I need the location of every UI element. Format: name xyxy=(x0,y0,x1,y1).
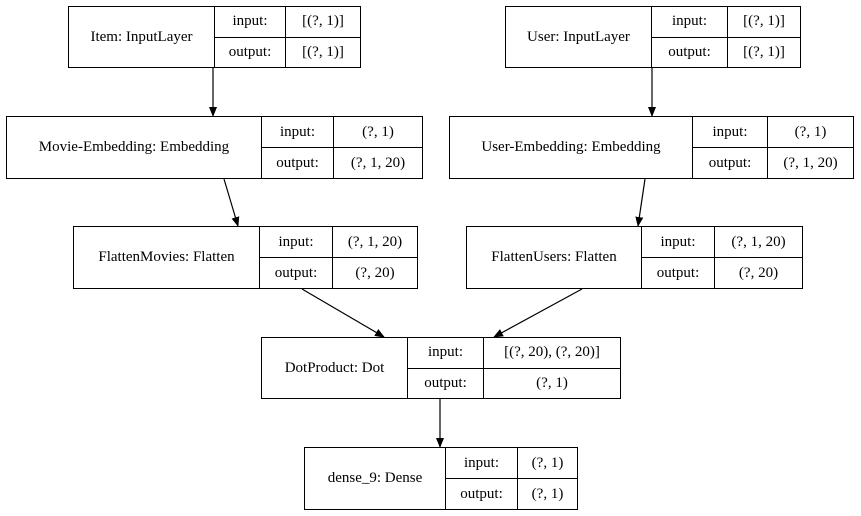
output-label: output: xyxy=(668,43,711,60)
node-flatten-movies: FlattenMovies: Flatten input: output: (?… xyxy=(73,226,418,289)
node-name: FlattenMovies: Flatten xyxy=(74,227,260,288)
output-label: output: xyxy=(228,43,272,60)
input-label: input: xyxy=(215,7,285,38)
output-shape: (?, 1) xyxy=(536,374,568,391)
node-name: dense_9: Dense xyxy=(305,448,446,509)
input-shape: [(?, 1)] xyxy=(286,7,360,38)
node-name: Movie-Embedding: Embedding xyxy=(7,117,262,178)
edge-movie-embedding-to-flatten-movies xyxy=(223,178,240,227)
output-label: output: xyxy=(708,154,752,171)
input-label: input: xyxy=(262,117,333,148)
input-shape: (?, 1) xyxy=(768,117,853,148)
node-name: DotProduct: Dot xyxy=(262,338,408,398)
input-shape: (?, 1, 20) xyxy=(333,227,417,258)
output-shape: (?, 1, 20) xyxy=(350,154,406,171)
output-label: output: xyxy=(274,264,318,281)
input-shape: (?, 1) xyxy=(334,117,422,148)
input-shape: [(?, 20), (?, 20)] xyxy=(484,338,620,369)
node-user-input-layer: User: InputLayer input: output: [(?, 1)]… xyxy=(505,6,801,68)
output-label: output: xyxy=(460,485,503,502)
input-shape: [(?, 1)] xyxy=(728,7,800,38)
node-name: User: InputLayer xyxy=(506,7,652,67)
node-user-embedding: User-Embedding: Embedding input: output:… xyxy=(449,116,854,179)
input-label: input: xyxy=(642,227,714,258)
input-label: input: xyxy=(260,227,332,258)
output-shape: (?, 1, 20) xyxy=(783,154,838,171)
node-flatten-users: FlattenUsers: Flatten input: output: (?,… xyxy=(466,226,803,289)
input-shape: (?, 1) xyxy=(518,448,577,479)
output-label: output: xyxy=(424,374,467,391)
node-name: FlattenUsers: Flatten xyxy=(467,227,642,288)
node-name: User-Embedding: Embedding xyxy=(450,117,693,178)
edge-flatten-movies-to-dot-product xyxy=(301,288,385,338)
node-name: Item: InputLayer xyxy=(69,7,215,67)
node-item-input-layer: Item: InputLayer input: output: [(?, 1)]… xyxy=(68,6,361,68)
input-label: input: xyxy=(408,338,483,369)
output-shape: (?, 1) xyxy=(531,485,564,502)
output-shape: [(?, 1)] xyxy=(743,43,785,60)
node-movie-embedding: Movie-Embedding: Embedding input: output… xyxy=(6,116,423,179)
output-label: output: xyxy=(656,264,700,281)
node-dot-product: DotProduct: Dot input: output: [(?, 20),… xyxy=(261,337,621,399)
input-label: input: xyxy=(652,7,727,38)
input-shape: (?, 1, 20) xyxy=(715,227,802,258)
node-dense-9: dense_9: Dense input: output: (?, 1) (?,… xyxy=(304,447,578,510)
input-label: input: xyxy=(693,117,767,148)
output-shape: (?, 20) xyxy=(738,264,779,281)
output-label: output: xyxy=(276,154,319,171)
edge-user-embedding-to-flatten-users xyxy=(635,178,646,227)
input-label: input: xyxy=(446,448,517,479)
edge-flatten-users-to-dot-product xyxy=(493,288,583,338)
output-shape: (?, 20) xyxy=(355,264,395,281)
output-shape: [(?, 1)] xyxy=(302,43,344,60)
